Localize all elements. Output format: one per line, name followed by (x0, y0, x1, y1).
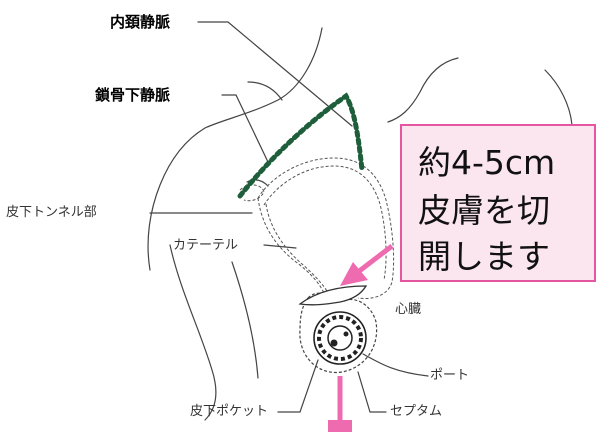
catheter-tunnel-b (265, 203, 333, 301)
label-heart: 心臓 (395, 302, 422, 317)
catheter-tunnel-a (257, 197, 327, 299)
leader-jugular (197, 21, 353, 127)
label-subcutaneous-tunnel: 皮下トンネル部 (6, 205, 97, 220)
label-port: ポート (430, 368, 470, 383)
leader-pocket (277, 359, 319, 413)
shoulder-outline (147, 127, 206, 271)
heart-outline (299, 292, 378, 374)
label-catheter: カテーテル (173, 238, 239, 253)
catheter-hook (239, 184, 265, 202)
right-shoulder-outline (387, 57, 459, 123)
label-subcutaneous-pocket: 皮下ポケット (190, 404, 269, 419)
label-subclavian-vein: 鎖骨下静脈 (95, 86, 171, 104)
inner-arm-line (231, 261, 259, 379)
chest-line (247, 81, 283, 101)
callout-line-2: 皮膚を切 (418, 191, 550, 230)
leader-septum (357, 371, 387, 413)
label-septum: セプタム (390, 404, 443, 419)
incision-callout: 約4-5cm 皮膚を切 開します (400, 124, 596, 282)
left-arm-line (169, 244, 217, 421)
callout-line-3: 開します (418, 237, 550, 276)
incision-arrow (340, 244, 394, 286)
label-internal-jugular-vein: 内頚静脈 (110, 13, 171, 31)
skin-flap (298, 285, 368, 306)
leader-port (362, 353, 429, 377)
incision-outline (237, 92, 365, 199)
catheter-inner (263, 165, 387, 281)
septum-center (327, 325, 353, 351)
down-arrow (328, 376, 352, 432)
callout-line-1: 約4-5cm (418, 143, 556, 182)
leader-subclavian (221, 94, 269, 163)
port-device (313, 311, 367, 365)
neck-line (204, 27, 323, 129)
catheter-outer (257, 157, 395, 299)
leader-catheter (263, 244, 297, 249)
right-chest-line (544, 69, 573, 126)
